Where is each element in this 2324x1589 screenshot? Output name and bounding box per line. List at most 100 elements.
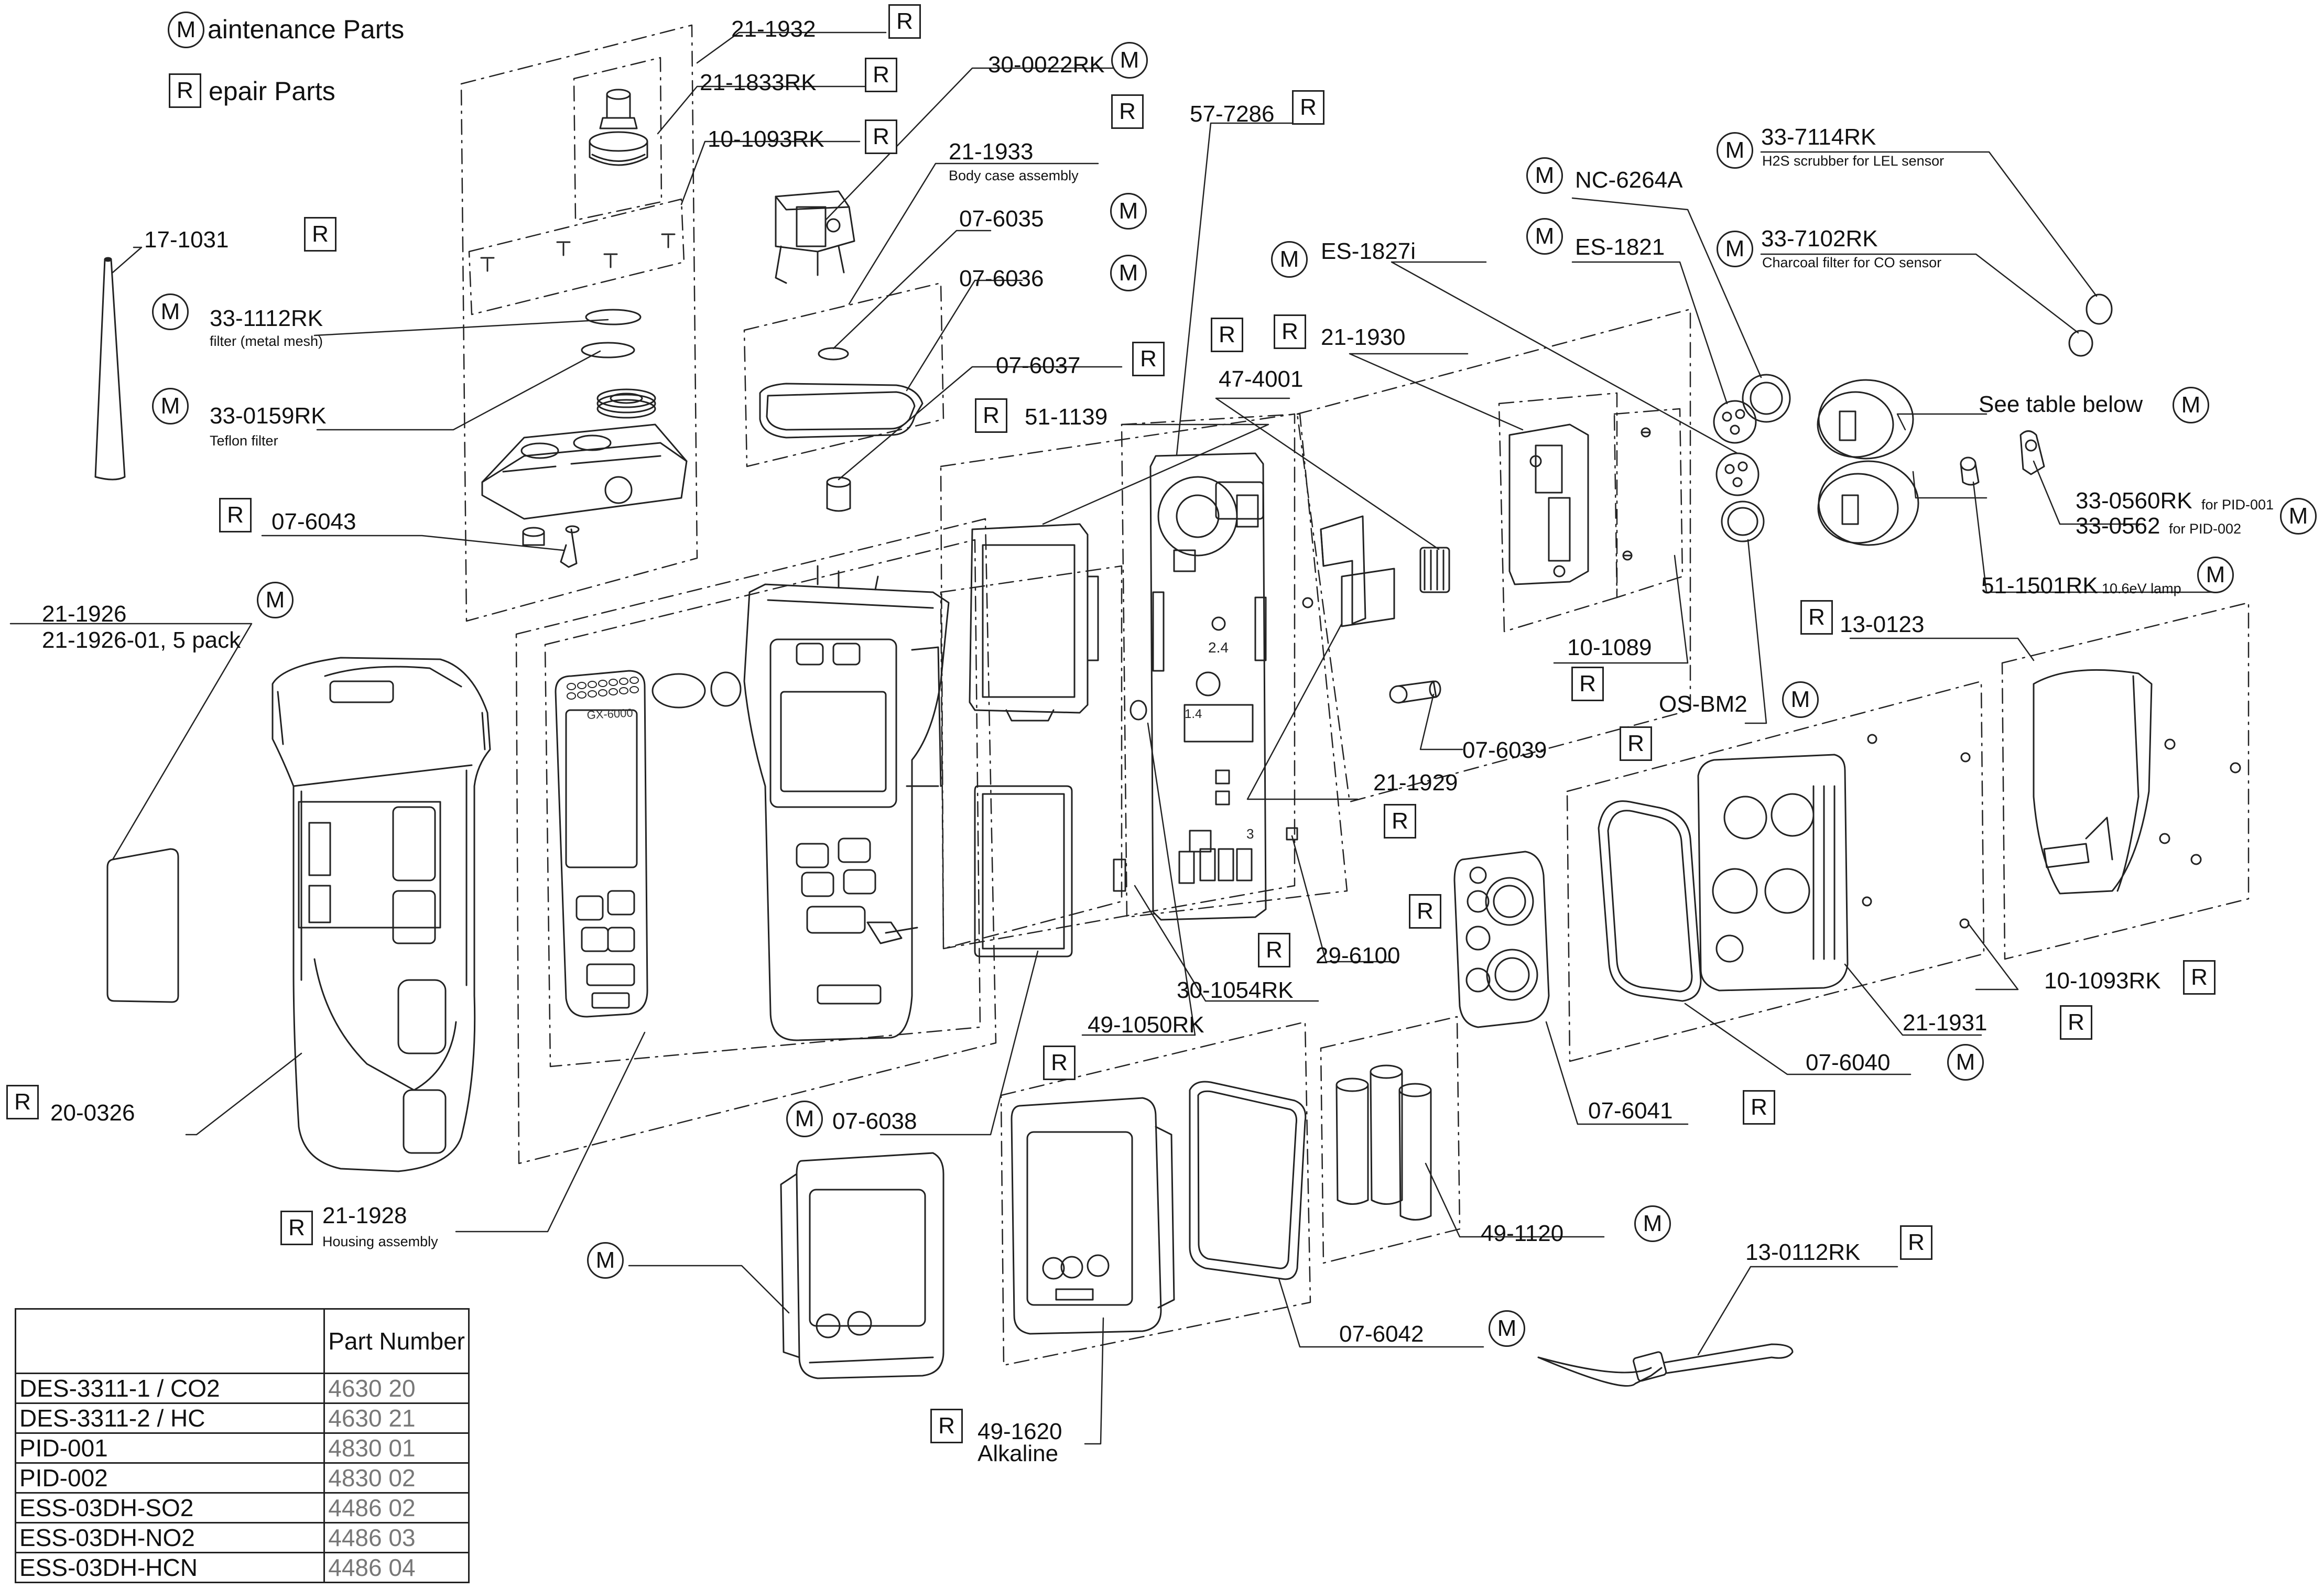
badge-49-1620: R <box>930 1409 963 1443</box>
table-row: PID-001 4830 01 <box>14 1432 470 1464</box>
filter-33-7102 <box>2068 330 2093 357</box>
pump-30-0022 <box>775 190 855 284</box>
badge-21-1929: R <box>1384 804 1416 839</box>
callout-07-6043: 07-6043 <box>272 509 356 535</box>
callout-07-6042: 07-6042 <box>1339 1321 1424 1347</box>
sensor-detail-box <box>1613 408 1684 598</box>
front-housing-box <box>515 518 997 1164</box>
sensor-pcb-box <box>1498 392 1618 633</box>
badge-29-6100-low: R <box>1258 933 1290 967</box>
inlet-21-1932 <box>589 89 648 166</box>
callout-49-1620-alkaline: Alkaline <box>978 1441 1059 1466</box>
callout-21-1933: 21-1933 <box>949 139 1034 165</box>
badge-21-1926: M <box>257 582 294 618</box>
body-case-box <box>743 282 944 467</box>
callout-nc-6264a: NC-6264A <box>1575 167 1683 193</box>
callout-07-6041: 07-6041 <box>1588 1098 1673 1124</box>
lanyard-13-0112 <box>1537 1343 1794 1387</box>
top-screws-box <box>468 198 685 315</box>
callout-21-1932: 21-1932 <box>731 16 816 42</box>
badge-21-1931: R <box>2060 1005 2092 1040</box>
battery-pack-cover <box>780 1152 944 1379</box>
connector-07-6043 <box>522 525 580 568</box>
callout-49-1120: 49-1120 <box>1481 1221 1564 1246</box>
legend-repair-badge: R <box>169 73 201 108</box>
callout-49-1620: 49-1620 <box>978 1419 1062 1444</box>
belt-clip-box <box>2001 602 2250 960</box>
note-charcoal-filter: Charcoal filter for CO sensor <box>1762 255 1942 270</box>
rubber-boot-20-0326 <box>272 657 491 1172</box>
badge-07-6043: R <box>219 498 252 532</box>
badge-battery-cover: M <box>587 1242 624 1279</box>
gasket-07-6036 <box>759 383 924 439</box>
legend-repair-text: epair Parts <box>209 77 335 106</box>
batteries-49-1120 <box>1335 1064 1432 1221</box>
note-body-case-assembly: Body case assembly <box>949 168 1079 183</box>
sensor-es-1827i <box>1715 452 1760 496</box>
callout-21-1926-01: 21-1926-01, 5 pack <box>42 627 241 653</box>
callout-es-1821: ES-1821 <box>1575 234 1665 260</box>
badge-07-6035: M <box>1110 193 1147 230</box>
sensor-nc-6264a <box>1742 374 1791 423</box>
callout-21-1930: 21-1930 <box>1321 324 1406 350</box>
callout-07-6039: 07-6039 <box>1462 737 1547 763</box>
des-sensor-upper <box>1817 379 1914 460</box>
battery-pack-box <box>1000 1021 1311 1366</box>
badge-33-7114rk: M <box>1717 132 1753 169</box>
callout-21-1833rk: 21-1833RK <box>700 70 817 95</box>
sensor-detail-10-1089 <box>1622 427 1651 561</box>
callout-07-6037: 07-6037 <box>996 353 1081 378</box>
svg-text:3: 3 <box>1246 826 1254 842</box>
table-cell-name: ESS-03DH-HCN <box>14 1552 325 1583</box>
lamp-holder-33-0560 <box>2019 430 2045 475</box>
table-row: PID-002 4830 02 <box>14 1462 470 1494</box>
badge-07-6037: R <box>1132 342 1165 376</box>
belt-clip-13-0123 <box>2033 669 2241 895</box>
callout-51-1501rk: 51-1501RK <box>1981 573 2098 598</box>
callout-51-1139: 51-1139 <box>1025 404 1108 430</box>
front-housing-21-1928 <box>555 670 648 1018</box>
table-cell-part-number: 4830 02 <box>323 1462 470 1494</box>
top-sensor-box <box>573 57 663 221</box>
note-metal-mesh: filter (metal mesh) <box>210 333 323 349</box>
badge-49-1120: M <box>1634 1205 1671 1242</box>
table-cell-part-number: 4486 02 <box>323 1492 470 1523</box>
batteries-box <box>1320 1016 1461 1264</box>
badge-21-1928: R <box>280 1211 313 1245</box>
screws-10-1093 <box>480 233 676 272</box>
callout-47-4001: 47-4001 <box>1219 366 1304 392</box>
callout-13-0112rk: 13-0112RK <box>1745 1239 1861 1265</box>
lens-disc <box>710 671 742 707</box>
filter-ring-33-0159 <box>581 342 635 358</box>
callout-10-1093rk-top: 10-1093RK <box>708 126 824 152</box>
bushing-07-6037 <box>826 476 851 512</box>
sensor-os-bm2 <box>1721 500 1765 542</box>
callout-57-7286: 57-7286 <box>1190 101 1275 127</box>
callout-33-7102rk: 33-7102RK <box>1761 226 1878 252</box>
svg-text:2.4: 2.4 <box>1208 639 1229 656</box>
callout-21-1931: 21-1931 <box>1903 1010 1988 1036</box>
callout-33-0560rk: 33-0560RK <box>2076 488 2192 514</box>
inner-housing-box <box>544 539 981 1068</box>
table-row: ESS-03DH-HCN 4486 04 <box>14 1552 470 1583</box>
callout-07-6036: 07-6036 <box>959 266 1044 291</box>
filter-ring-33-1112 <box>585 309 642 325</box>
sensor-case-21-1931 <box>1697 754 1849 992</box>
badge-33-0159rk: M <box>152 388 189 425</box>
callout-29-6100: 29-6100 <box>1316 943 1400 968</box>
lcd-51-1139 <box>969 523 1099 722</box>
badge-13-0123: R <box>1800 600 1833 635</box>
gasket-07-6040 <box>1598 800 1702 1002</box>
badge-21-1833rk: R <box>865 58 897 92</box>
badge-07-6036: M <box>1110 255 1147 291</box>
badge-pump-module-r: R <box>1043 1046 1076 1080</box>
table-row: DES-3311-2 / HC 4630 21 <box>14 1402 470 1434</box>
led-cap <box>1130 700 1147 721</box>
pcb-ribbon-box <box>940 565 1123 950</box>
svg-text:1.4: 1.4 <box>1185 707 1202 721</box>
main-body-case-21-1933 <box>743 565 950 1041</box>
note-teflon-filter: Teflon filter <box>210 433 278 449</box>
callout-49-1050rk: 49-1050RK <box>1088 1012 1204 1038</box>
connector-30-1054 <box>1113 858 1126 892</box>
badge-10-1093rk-top: R <box>865 119 897 154</box>
